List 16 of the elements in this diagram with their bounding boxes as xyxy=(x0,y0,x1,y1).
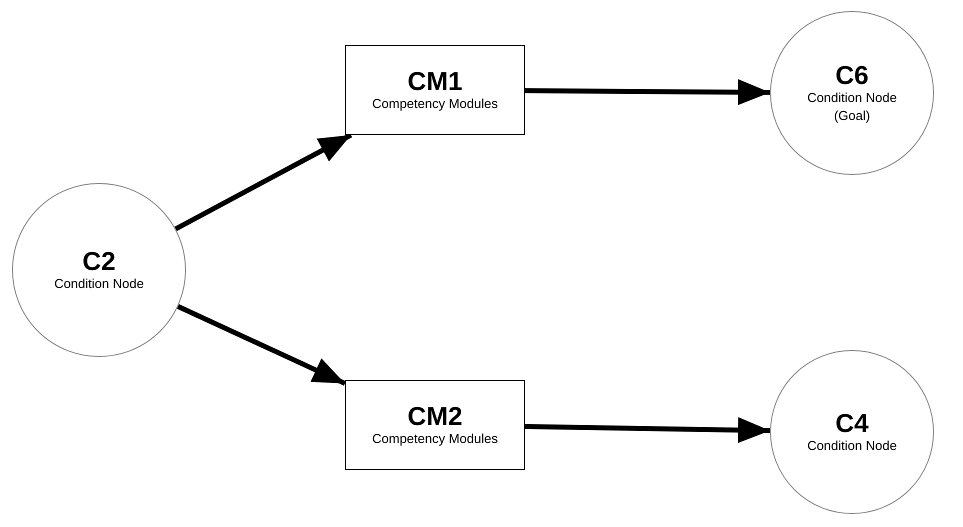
node-subtitle: Competency Modules xyxy=(372,430,498,448)
arrow xyxy=(174,132,352,232)
arrow xyxy=(524,79,770,106)
node-subtitle: Condition Node xyxy=(54,275,144,293)
arrow xyxy=(524,417,770,444)
node-title: C4 xyxy=(835,409,869,437)
node-title: C6 xyxy=(835,61,869,89)
node-title: CM1 xyxy=(408,67,462,95)
arrow xyxy=(176,304,346,386)
node-title: C2 xyxy=(82,247,116,275)
node-subtitle: Condition Node xyxy=(807,437,897,455)
node-subtitle: Competency Modules xyxy=(372,95,498,113)
node-subtitle: Condition Node (Goal) xyxy=(806,89,898,125)
module-box xyxy=(345,380,525,470)
node-title: CM2 xyxy=(408,402,462,430)
module-box xyxy=(345,45,525,135)
